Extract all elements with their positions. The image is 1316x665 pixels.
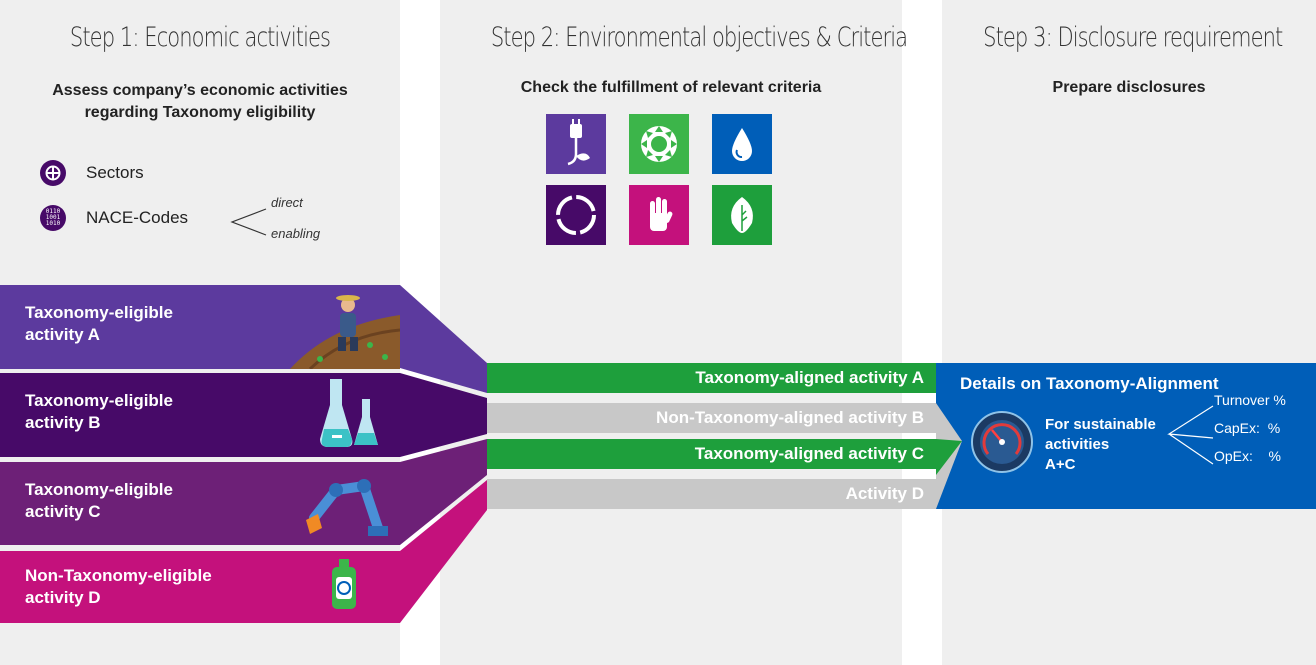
speedometer-icon — [971, 411, 1033, 473]
water-drop-icon — [712, 114, 772, 174]
activity-d-line1: Non-Taxonomy-eligible — [25, 566, 212, 585]
tile-pollution-prevention — [629, 185, 689, 245]
activity-row-b: Taxonomy-eligible activity B — [0, 373, 400, 457]
legend-sectors: Sectors — [40, 160, 144, 186]
sectors-icon — [40, 160, 66, 186]
aligned-bar-a: Taxonomy-aligned activity A — [487, 363, 936, 393]
leaf-icon — [712, 185, 772, 245]
legend-nace-label: NACE-Codes — [86, 208, 189, 227]
activity-a-label: Taxonomy-eligible activity A — [25, 302, 173, 346]
connector-c — [400, 439, 487, 545]
nace-branch-lines — [230, 208, 267, 236]
legend-nace: 0110 1001 1010 NACE-Codes — [40, 205, 188, 231]
activity-row-d: Non-Taxonomy-eligible activity D — [0, 551, 400, 623]
robot-arm-icon — [306, 479, 388, 536]
plug-leaf-icon — [546, 114, 606, 174]
activity-row-a: Taxonomy-eligible activity A — [0, 285, 400, 369]
step1-title: Step 1: Economic activities — [69, 22, 331, 53]
activity-d-label: Non-Taxonomy-eligible activity D — [25, 565, 212, 609]
tile-water — [712, 114, 772, 174]
step1-subtitle: Assess company’s economic activities reg… — [0, 80, 400, 124]
binary-code-icon: 0110 1001 1010 — [40, 205, 66, 231]
farmer-icon — [290, 295, 400, 369]
branch-direct: direct — [271, 195, 303, 210]
step2-title: Step 2: Environmental objectives & Crite… — [490, 22, 908, 53]
step3-panel: Step 3: Disclosure requirement Prepare d… — [942, 0, 1316, 665]
activity-b-line2: activity B — [25, 413, 101, 432]
step2-subtitle: Check the fulfillment of relevant criter… — [520, 79, 822, 96]
metric-opex: OpEx: % — [1214, 448, 1281, 464]
aligned-bar-b: Non-Taxonomy-aligned activity B — [487, 403, 936, 433]
metric-turnover: Turnover % — [1214, 392, 1286, 408]
tile-climate-adaptation — [629, 114, 689, 174]
connector-a — [400, 285, 487, 393]
circular-arrows-icon — [546, 185, 606, 245]
details-title: Details on Taxonomy-Alignment — [960, 374, 1219, 393]
activity-c-line1: Taxonomy-eligible — [25, 480, 173, 499]
activity-b-line1: Taxonomy-eligible — [25, 391, 173, 410]
step1-subtitle-line1: Assess company’s economic activities — [52, 82, 348, 99]
details-arrow — [936, 403, 962, 509]
lab-flasks-icon — [320, 379, 378, 447]
stop-hand-icon — [629, 185, 689, 245]
details-scope-line1: For sustainable — [1045, 416, 1156, 433]
step3-title: Step 3: Disclosure requirement — [983, 22, 1283, 53]
activity-b-label: Taxonomy-eligible activity B — [25, 390, 173, 434]
activity-a-line1: Taxonomy-eligible — [25, 303, 173, 322]
tile-biodiversity — [712, 185, 772, 245]
connector-d — [400, 480, 487, 623]
details-scope: For sustainable activities A+C — [1045, 415, 1156, 475]
details-scope-line2: activities — [1045, 436, 1110, 453]
aligned-bar-d: Activity D — [487, 479, 936, 509]
step1-subtitle-line2: regarding Taxonomy eligibility — [84, 104, 316, 121]
tile-circular-economy — [546, 185, 606, 245]
details-scope-line3: A+C — [1045, 456, 1076, 473]
legend-sectors-label: Sectors — [86, 163, 144, 182]
fan-icon — [629, 114, 689, 174]
metric-capex: CapEx: % — [1214, 420, 1281, 436]
aligned-bar-c: Taxonomy-aligned activity C — [487, 439, 936, 469]
activity-c-label: Taxonomy-eligible activity C — [25, 479, 173, 523]
activity-a-line2: activity A — [25, 325, 100, 344]
tile-climate-mitigation — [546, 114, 606, 174]
activity-d-line2: activity D — [25, 588, 101, 607]
step2-panel: Step 2: Environmental objectives & Crite… — [440, 0, 908, 665]
detergent-bottle-icon — [332, 559, 356, 609]
metrics-branch-lines — [1167, 405, 1214, 465]
step3-subtitle: Prepare disclosures — [1052, 79, 1206, 96]
connector-b — [400, 373, 487, 457]
activity-row-c: Taxonomy-eligible activity C — [0, 462, 400, 545]
activity-c-line2: activity C — [25, 502, 101, 521]
branch-enabling: enabling — [271, 226, 321, 241]
